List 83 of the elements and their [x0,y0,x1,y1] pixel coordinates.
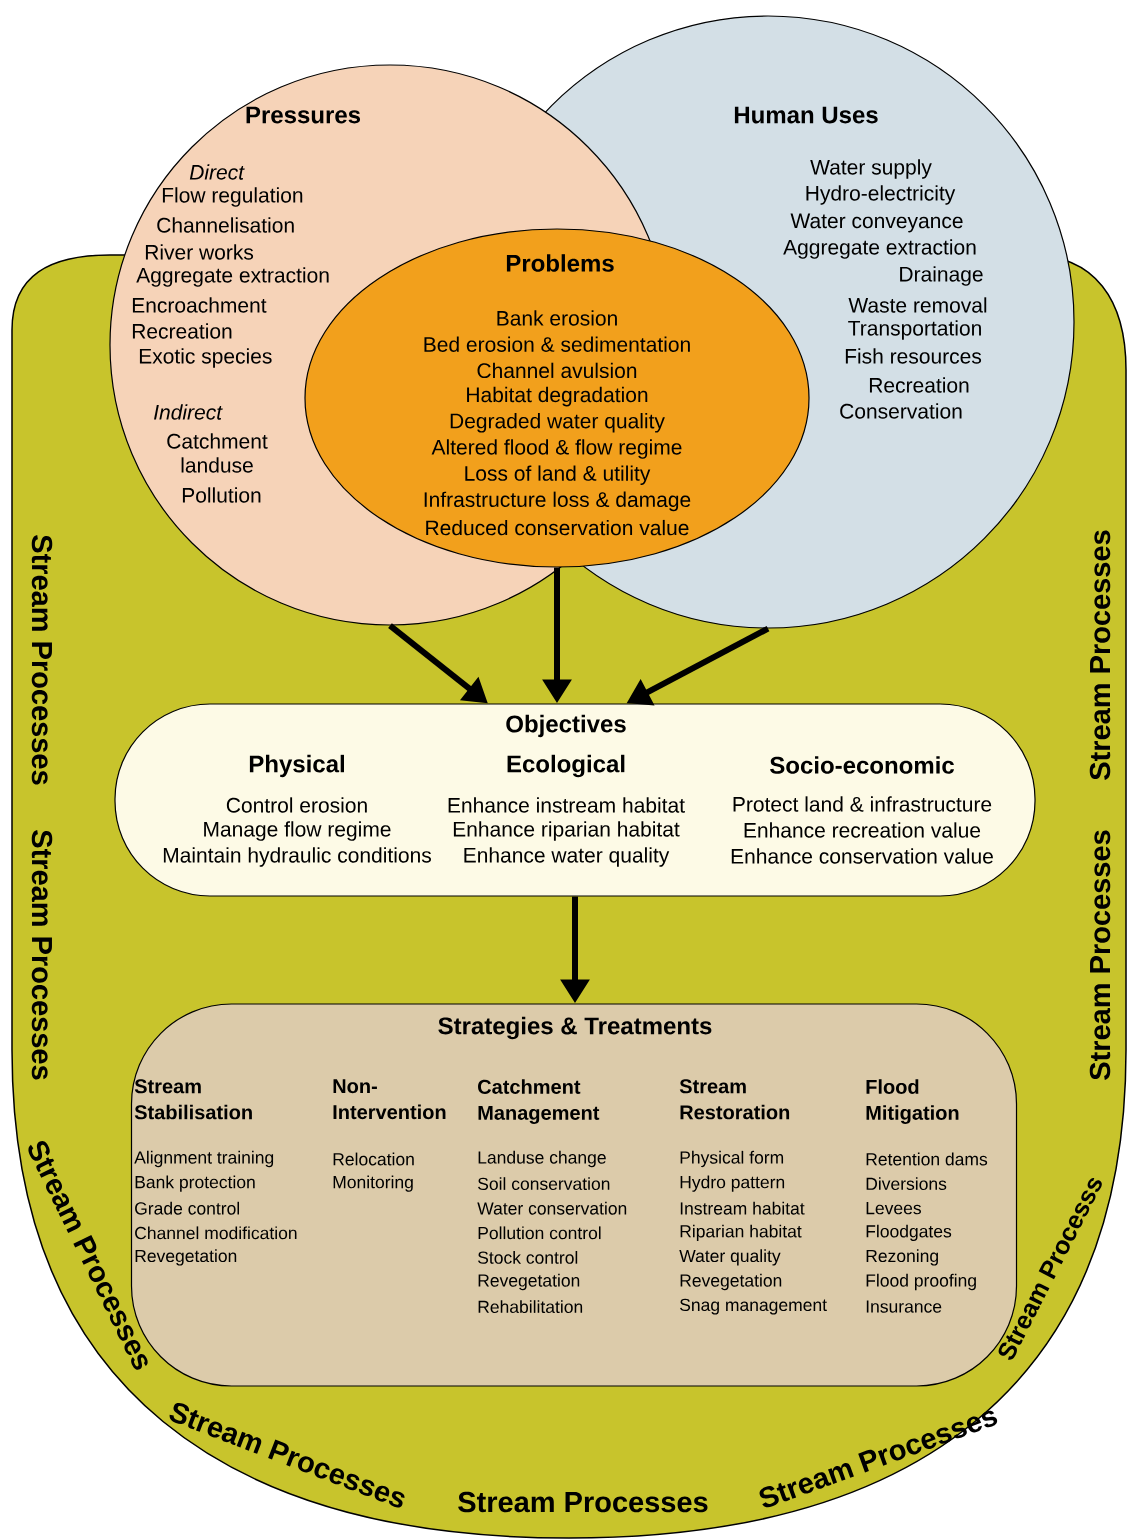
list-item: Conservation [840,403,962,419]
list-item: Enhance conservation value [731,848,993,864]
band-label: Stream Processes [1089,830,1111,1080]
list-item: Bank erosion [497,310,617,326]
list-item: Physical form [680,1150,784,1168]
list-item: Reduced conservation value [426,519,689,536]
list-item: Enhance instream habitat [448,797,685,813]
list-item: Water conservation [477,1201,627,1215]
list-item: Flood proofing [866,1273,976,1291]
list-item: Revegetation [478,1273,580,1291]
list-item: Water supply [810,159,932,179]
list-item: Snag management [680,1298,827,1315]
subheading: Indirect [154,404,223,420]
list-item: Water quality [679,1249,781,1266]
list-item: Aggregate extraction [136,267,329,287]
heading: Problems [506,254,614,272]
column-heading: Physical [249,754,344,778]
list-item: Infrastructure loss & damage [424,491,691,512]
list-item: Loss of land & utility [465,465,651,485]
list-item: Rezoning [866,1249,938,1266]
list-item: Diversions [866,1177,947,1191]
list-item: Control erosion [226,797,367,813]
list-item: Alignment training [134,1150,274,1168]
list-item: Soil conservation [478,1177,610,1191]
column-heading: Catchment Management [478,1079,600,1124]
heading: Objectives [506,714,626,738]
list-item: Drainage [900,266,983,286]
list-item: River works [145,244,254,260]
list-item: Landuse change [478,1150,606,1168]
list-item: Channelisation [157,217,294,233]
column-heading: Ecological [507,754,625,778]
list-item: Riparian habitat [680,1224,802,1241]
list-item: Habitat degradation [467,386,648,407]
list-item: Grade control [135,1201,240,1215]
list-item: Instream habitat [680,1201,805,1215]
list-item: Manage flow regime [204,821,391,841]
column-heading: Flood Mitigation [866,1079,959,1124]
list-item: Floodgates [866,1224,952,1241]
heading: Strategies & Treatments [438,1016,712,1040]
list-item: Exotic species [139,348,272,368]
list-item: Bank protection [135,1175,255,1192]
list-item: Rehabilitation [478,1300,583,1314]
list-item: Enhance recreation value [744,822,981,838]
band-label: Stream Processes [31,535,53,785]
list-item: Retention dams [866,1152,988,1166]
band-label: Stream Processes [1089,530,1111,780]
list-item: Monitoring [333,1175,413,1192]
column-heading: Socio-economic [770,756,954,774]
list-item: Pollution [182,487,261,503]
list-item: Catchment landuse [167,433,268,473]
list-item: Bed erosion & sedimentation [424,336,690,352]
list-item: Relocation [333,1152,414,1166]
list-item: Flow regulation [162,187,303,207]
column-heading: Stream Stabilisation [134,1079,252,1120]
list-item: Aggregate extraction [783,239,976,259]
list-item: Insurance [866,1300,942,1313]
list-item: Transportation [848,320,981,340]
list-item: Encroachment [132,297,267,313]
list-item: Hydro pattern [680,1175,785,1192]
heading: Pressures [246,106,361,124]
list-item: Recreation [869,377,969,393]
list-item: Channel avulsion [477,362,637,379]
list-item: Hydro-electricity [806,185,956,205]
list-item: Altered flood & flow regime [431,439,682,459]
list-item: Water conveyance [790,213,963,233]
band-label: Stream Processes [31,830,53,1080]
list-item: Enhance water quality [464,847,670,867]
band-label: Stream Processes [458,1491,708,1513]
list-item: Pollution control [478,1226,601,1240]
subheading: Direct [189,164,245,180]
list-item: Enhance riparian habitat [453,821,680,841]
column-heading: Stream Restoration [679,1079,790,1120]
list-item: Waste removal [848,297,987,313]
list-item: Recreation [132,323,232,339]
column-heading: Non-Intervention [333,1079,446,1120]
list-item: Degraded water quality [450,413,665,433]
list-item: Revegetation [680,1273,782,1291]
list-item: Maintain hydraulic conditions [163,847,431,867]
list-item: Fish resources [845,348,982,364]
list-item: Protect land & infrastructure [733,796,992,812]
list-item: Stock control [478,1251,578,1264]
list-item: Levees [866,1202,921,1215]
heading: Human Uses [734,106,878,124]
